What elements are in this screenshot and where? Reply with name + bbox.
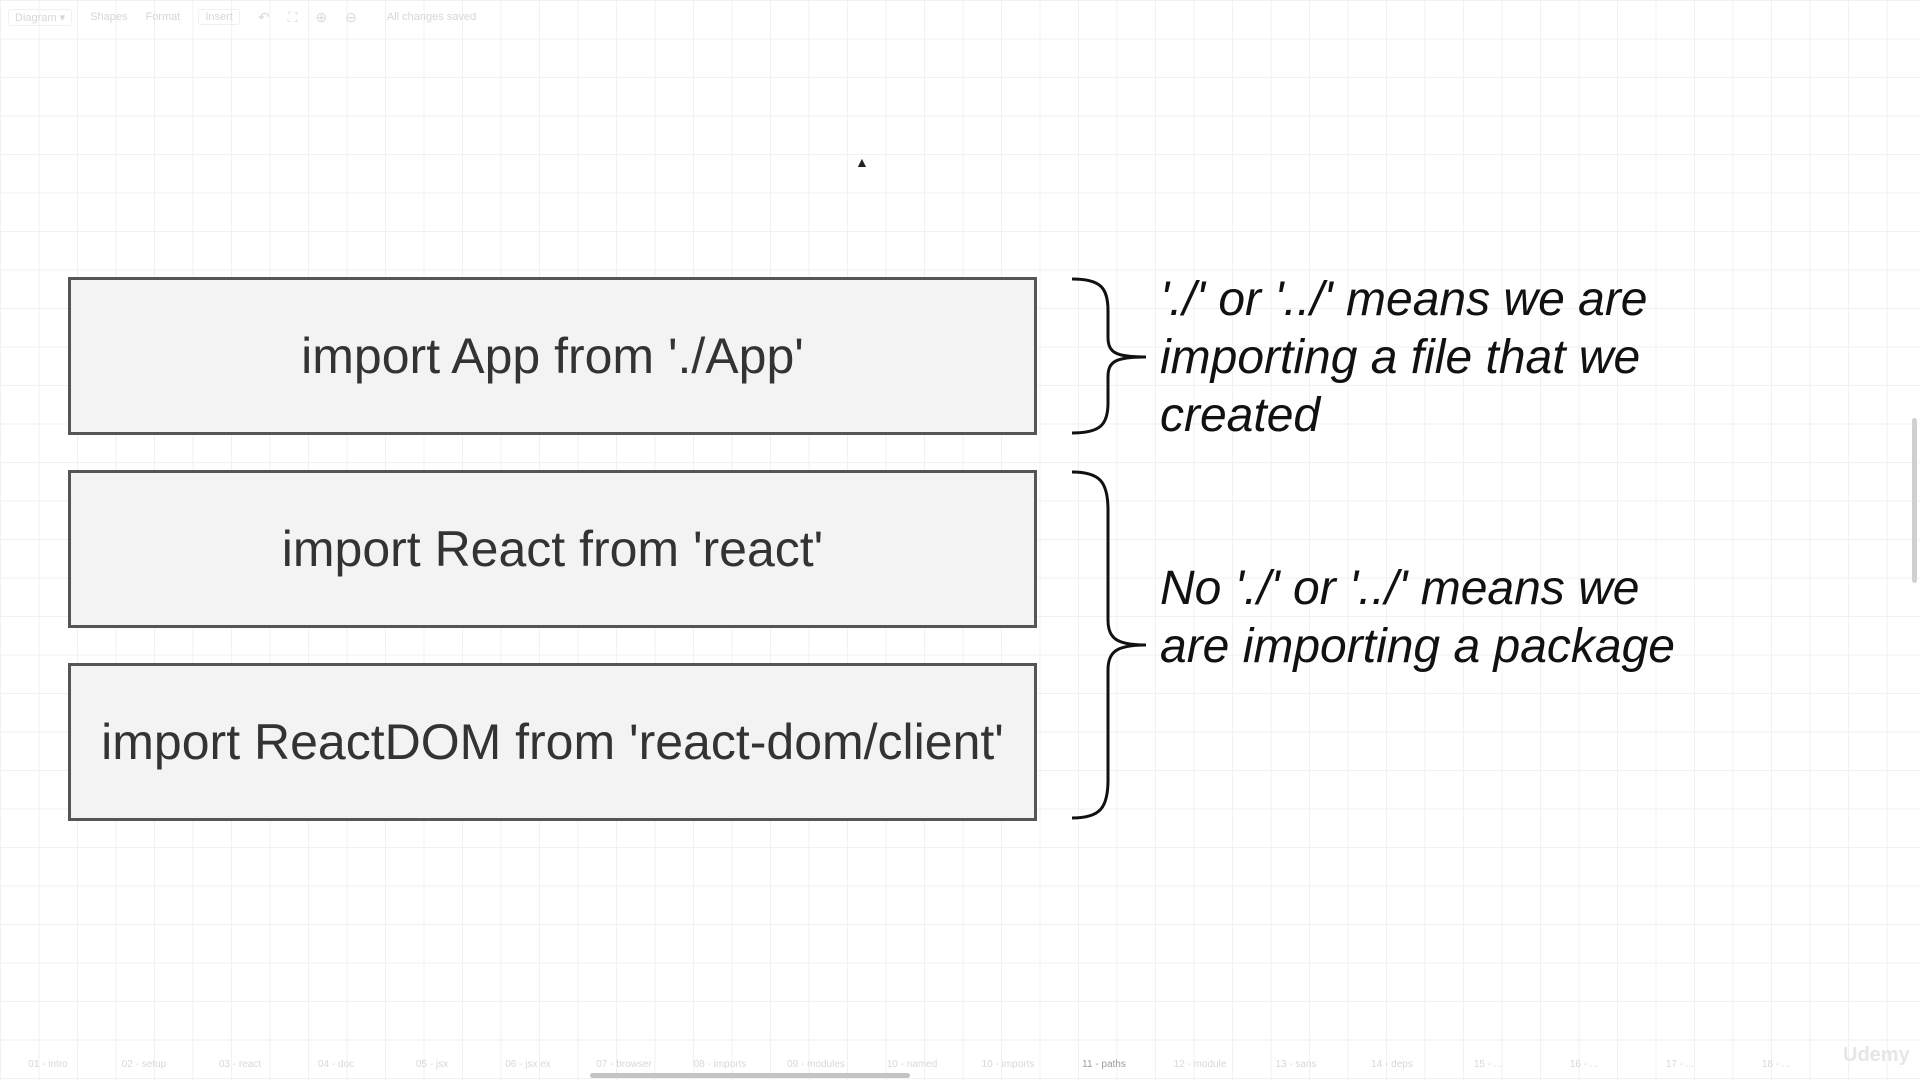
page-tab[interactable]: 04 - doc	[317, 1059, 355, 1070]
page-tab[interactable]: 10 - imports	[981, 1059, 1035, 1070]
page-tabs: 01 - intro 02 - setup 03 - react 04 - doc 05…	[0, 1059, 1920, 1075]
page-tab[interactable]: 08 - imports	[693, 1059, 747, 1070]
page-tab[interactable]: 15 - ...	[1473, 1059, 1503, 1070]
zoom-out-icon[interactable]: ⊖	[345, 8, 357, 25]
page-tab[interactable]: 02 - setup	[121, 1059, 167, 1070]
page-tab[interactable]: 13 - sans	[1275, 1059, 1317, 1070]
code-box-app-import[interactable]: import App from './App'	[68, 277, 1037, 435]
zoom-in-icon[interactable]: ⊕	[315, 8, 328, 25]
page-tab[interactable]: 11 - paths	[1082, 1059, 1126, 1070]
vertical-scrollbar[interactable]	[1912, 418, 1917, 583]
page-tab[interactable]: 01 - intro	[28, 1059, 68, 1070]
insert-button[interactable]: Insert	[198, 9, 240, 25]
format-button[interactable]: Format	[145, 11, 181, 23]
shapes-button[interactable]: Shapes	[90, 11, 128, 23]
code-box-reactdom-import[interactable]: import ReactDOM from 'react-dom/client'	[68, 663, 1037, 821]
mouse-cursor-icon: ▲	[855, 154, 869, 170]
code-box-react-import[interactable]: import React from 'react'	[68, 470, 1037, 628]
undo-icon[interactable]: ↶	[257, 8, 270, 25]
code-box-label: import App from './App'	[301, 328, 804, 384]
horizontal-scrollbar[interactable]	[590, 1073, 910, 1078]
code-box-label: import ReactDOM from 'react-dom/client'	[101, 714, 1004, 770]
note-package: No './' or '../' means we are importing …	[1160, 562, 1675, 673]
fullscreen-icon[interactable]: ⛶	[287, 8, 298, 25]
page-tab[interactable]: 06 - jsx ex	[505, 1059, 551, 1070]
diagram-menu-button[interactable]: Diagram ▾	[8, 8, 73, 26]
page-tab[interactable]: 05 - jsx	[415, 1059, 449, 1070]
note-local-file: './' or '../' means we are importing a f…	[1160, 273, 1648, 442]
brace-top-icon	[1071, 277, 1147, 435]
page-tab[interactable]: 16 - ...	[1569, 1059, 1599, 1070]
code-box-label: import React from 'react'	[281, 521, 824, 577]
udemy-logo: Udemy	[1843, 1044, 1910, 1066]
page-tab[interactable]: 10 - named	[886, 1059, 938, 1070]
page-tab[interactable]: 12 - module	[1173, 1059, 1227, 1070]
toolbar: Diagram ▾ Shapes Format Insert ↶ ⛶ ⊕ ⊖ A…	[8, 6, 476, 28]
page-tab[interactable]: 03 - react	[218, 1059, 262, 1070]
page-tab[interactable]: 09 - modules	[787, 1059, 845, 1070]
page-tab[interactable]: 07 - browser	[596, 1059, 652, 1070]
page-tab[interactable]: 14 - deps	[1371, 1059, 1413, 1070]
brace-bottom-icon	[1071, 470, 1147, 820]
page-tab[interactable]: 17 - ...	[1665, 1059, 1695, 1070]
save-status: All changes saved	[386, 11, 477, 23]
page-tab[interactable]: 18 - ...	[1761, 1059, 1791, 1070]
